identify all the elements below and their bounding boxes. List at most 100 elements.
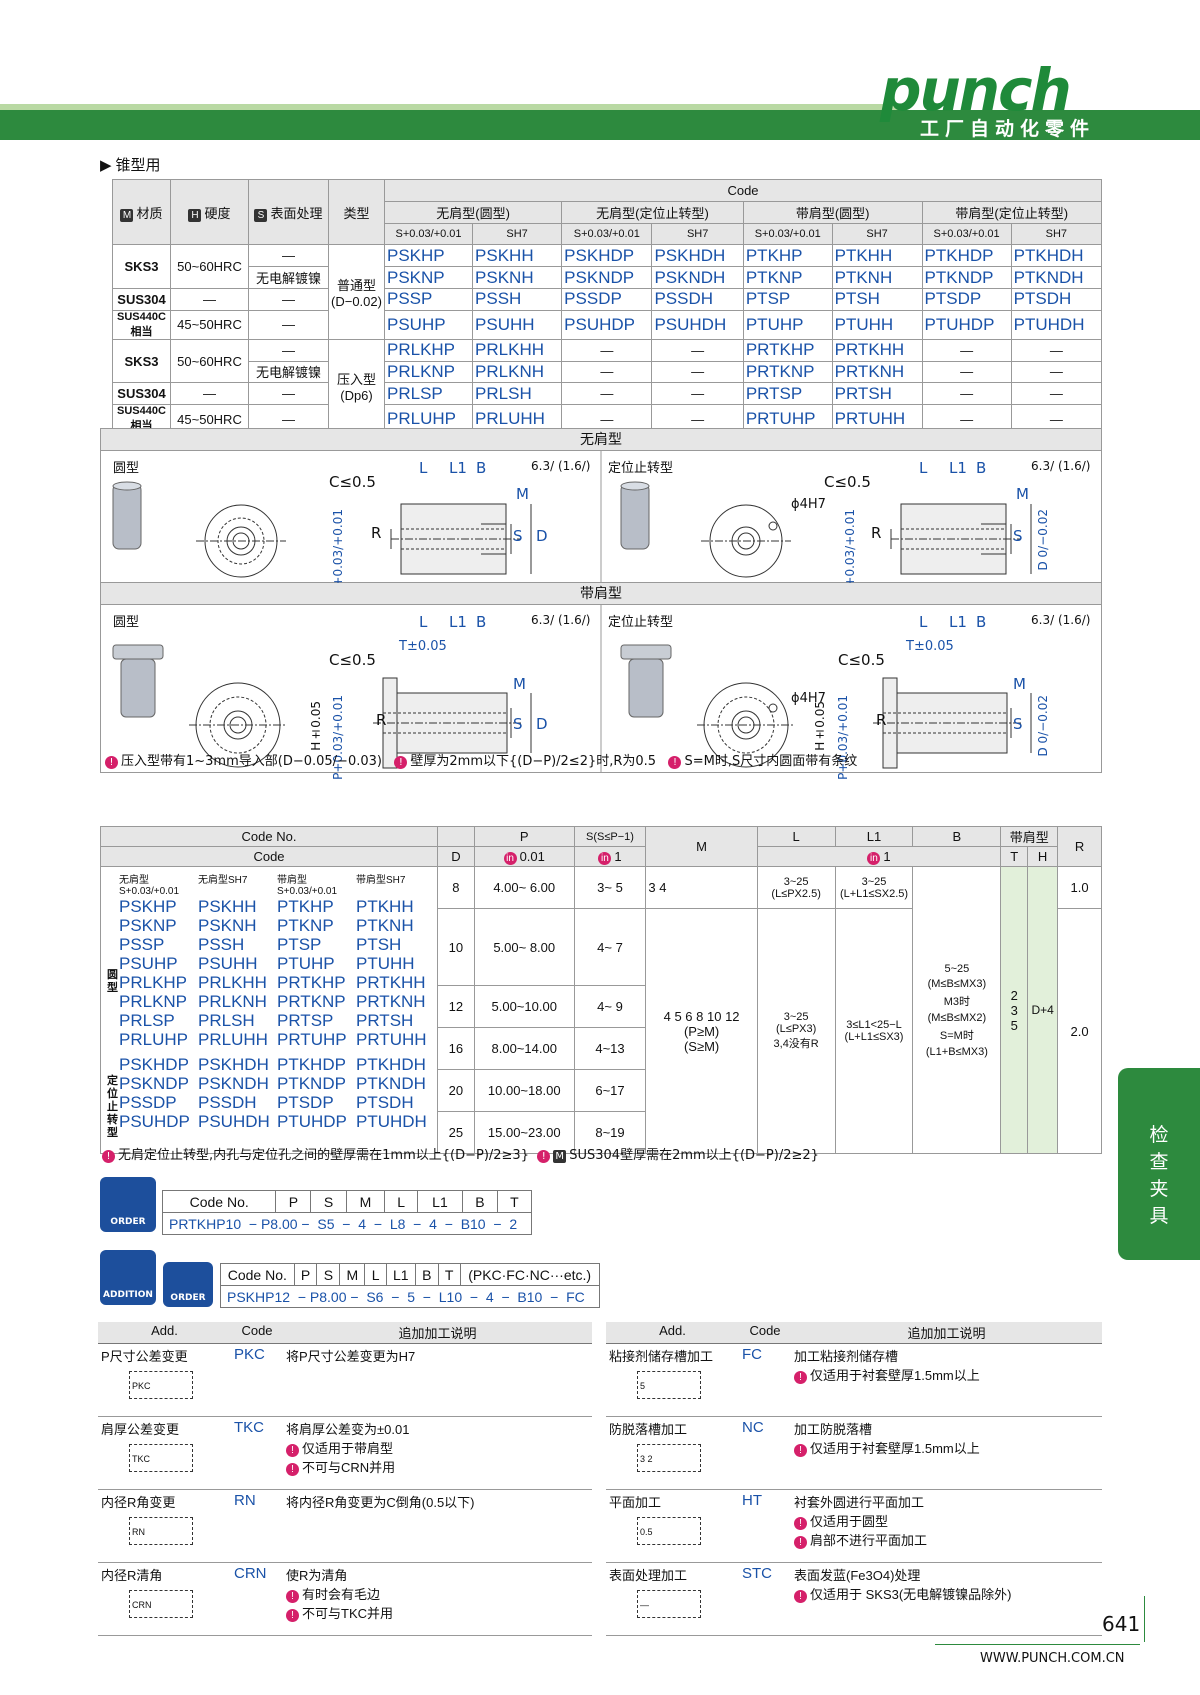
code-item[interactable]: PSSDH <box>198 1093 257 1112</box>
code-item[interactable]: PTKNH <box>356 916 414 935</box>
code-item[interactable]: PRTKHH <box>356 973 426 992</box>
addition-code[interactable]: RN <box>231 1489 283 1563</box>
code-cell[interactable]: — <box>1010 382 1103 406</box>
code-cell[interactable]: PTKNDP <box>921 266 1012 289</box>
code-item[interactable]: PRTKHP <box>277 973 346 992</box>
code-item[interactable]: PRTUHH <box>356 1030 427 1049</box>
code-item[interactable]: PSKNDP <box>119 1074 189 1093</box>
code-cell[interactable]: PRTKHH <box>831 338 923 362</box>
code-cell[interactable]: PRTSH <box>831 382 923 406</box>
code-cell[interactable]: PRLKNH <box>472 360 563 384</box>
code-cell[interactable]: PSSDP <box>561 287 653 311</box>
code-cell[interactable]: PRLUHH <box>472 404 563 435</box>
code-cell[interactable]: PSUHH <box>472 309 563 340</box>
addition-code[interactable]: FC <box>739 1343 791 1417</box>
code-cell[interactable]: PRLKNP <box>383 360 474 384</box>
code-cell[interactable]: PRTSP <box>742 382 833 406</box>
addition-code[interactable]: PKC <box>231 1343 283 1417</box>
code-item[interactable]: PSKNH <box>198 916 257 935</box>
code-item[interactable]: PSSH <box>198 935 245 954</box>
code-cell[interactable]: — <box>921 338 1012 362</box>
code-item[interactable]: PRLSP <box>119 1011 175 1030</box>
code-cell[interactable]: PTSP <box>742 287 833 311</box>
code-item[interactable]: PRTSP <box>277 1011 334 1030</box>
code-item[interactable]: PRLUHP <box>119 1030 188 1049</box>
code-cell[interactable]: PSUHP <box>383 309 474 340</box>
code-item[interactable]: PRLKNP <box>119 992 188 1011</box>
code-cell[interactable]: PRLSP <box>383 382 474 406</box>
code-cell[interactable]: PRLKHH <box>472 338 563 362</box>
code-item[interactable]: PSKNDH <box>198 1074 269 1093</box>
code-item[interactable]: PSKHDH <box>198 1055 269 1074</box>
code-item[interactable]: PTSDP <box>277 1093 334 1112</box>
code-cell[interactable]: — <box>561 360 653 384</box>
code-item[interactable]: PRTUHP <box>277 1030 347 1049</box>
addition-code[interactable]: STC <box>739 1562 791 1636</box>
code-cell[interactable]: — <box>921 382 1012 406</box>
code-item[interactable]: PTSH <box>356 935 402 954</box>
code-item[interactable]: PSKHP <box>119 897 177 916</box>
code-cell[interactable]: — <box>1010 338 1103 362</box>
code-item[interactable]: PSSDP <box>119 1093 177 1112</box>
code-cell[interactable]: PTUHDH <box>1010 309 1103 340</box>
code-item[interactable]: PRTKNP <box>277 992 346 1011</box>
code-cell[interactable]: PSKHDP <box>561 244 653 268</box>
code-cell[interactable]: PRLKHP <box>383 338 474 362</box>
code-cell[interactable]: PSUHDH <box>651 309 744 340</box>
code-item[interactable]: PSUHH <box>198 954 258 973</box>
code-item[interactable]: PSKHDP <box>119 1055 189 1074</box>
code-item[interactable]: PRTKNH <box>356 992 426 1011</box>
code-cell[interactable]: PSSH <box>472 287 563 311</box>
code-cell[interactable]: PRTKNP <box>742 360 833 384</box>
code-item[interactable]: PSUHDH <box>198 1112 270 1131</box>
code-cell[interactable]: PTSDP <box>921 287 1012 311</box>
code-cell[interactable]: PSSP <box>383 287 474 311</box>
code-cell[interactable]: PTUHH <box>831 309 923 340</box>
code-cell[interactable]: PSKNDH <box>651 266 744 289</box>
code-cell[interactable]: PSKHH <box>472 244 563 268</box>
code-item[interactable]: PRLKHP <box>119 973 188 992</box>
code-item[interactable]: PSKHH <box>198 897 257 916</box>
code-cell[interactable]: PTKHP <box>742 244 833 268</box>
category-side-tab[interactable]: 检查夹具 <box>1118 1068 1200 1260</box>
code-cell[interactable]: PSUHDP <box>561 309 653 340</box>
code-cell[interactable]: — <box>651 382 744 406</box>
code-item[interactable]: PSUHDP <box>119 1112 190 1131</box>
code-item[interactable]: PTKHDP <box>277 1055 346 1074</box>
code-cell[interactable]: — <box>651 360 744 384</box>
code-cell[interactable]: — <box>1010 360 1103 384</box>
code-item[interactable]: PSKNP <box>119 916 177 935</box>
code-cell[interactable]: PTKHDH <box>1010 244 1103 268</box>
code-item[interactable]: PTUHDH <box>356 1112 427 1131</box>
code-item[interactable]: PTSDH <box>356 1093 414 1112</box>
code-cell[interactable]: — <box>561 338 653 362</box>
code-cell[interactable]: — <box>921 360 1012 384</box>
code-cell[interactable]: PTSDH <box>1010 287 1103 311</box>
code-item[interactable]: PTUHH <box>356 954 415 973</box>
code-cell[interactable]: PRTKHP <box>742 338 833 362</box>
code-item[interactable]: PTKHDH <box>356 1055 426 1074</box>
code-item[interactable]: PTKNP <box>277 916 334 935</box>
code-item[interactable]: PTKHP <box>277 897 334 916</box>
order-value[interactable]: PRTKHP10 − P8.00 − S5 − 4 − L8 − 4 − B10… <box>162 1212 532 1235</box>
code-item[interactable]: PRLUHH <box>198 1030 268 1049</box>
code-item[interactable]: PTSP <box>277 935 322 954</box>
addition-code[interactable]: HT <box>739 1489 791 1563</box>
code-cell[interactable]: PTUHDP <box>921 309 1012 340</box>
code-cell[interactable]: PTUHP <box>742 309 833 340</box>
code-item[interactable]: PRTSH <box>356 1011 414 1030</box>
code-item[interactable]: PSSP <box>119 935 165 954</box>
code-cell[interactable]: PSKNP <box>383 266 474 289</box>
code-cell[interactable]: PTKHH <box>831 244 923 268</box>
code-cell[interactable]: PTSH <box>831 287 923 311</box>
code-cell[interactable]: PRTKNH <box>831 360 923 384</box>
code-item[interactable]: PTUHP <box>277 954 335 973</box>
code-item[interactable]: PTKNDH <box>356 1074 426 1093</box>
code-item[interactable]: PTKNDP <box>277 1074 346 1093</box>
code-item[interactable]: PRLKHH <box>198 973 267 992</box>
code-cell[interactable]: PTKNP <box>742 266 833 289</box>
code-item[interactable]: PTKHH <box>356 897 414 916</box>
code-cell[interactable]: PTKNDH <box>1010 266 1103 289</box>
code-item[interactable]: PTUHDP <box>277 1112 347 1131</box>
code-cell[interactable]: PTKNH <box>831 266 923 289</box>
